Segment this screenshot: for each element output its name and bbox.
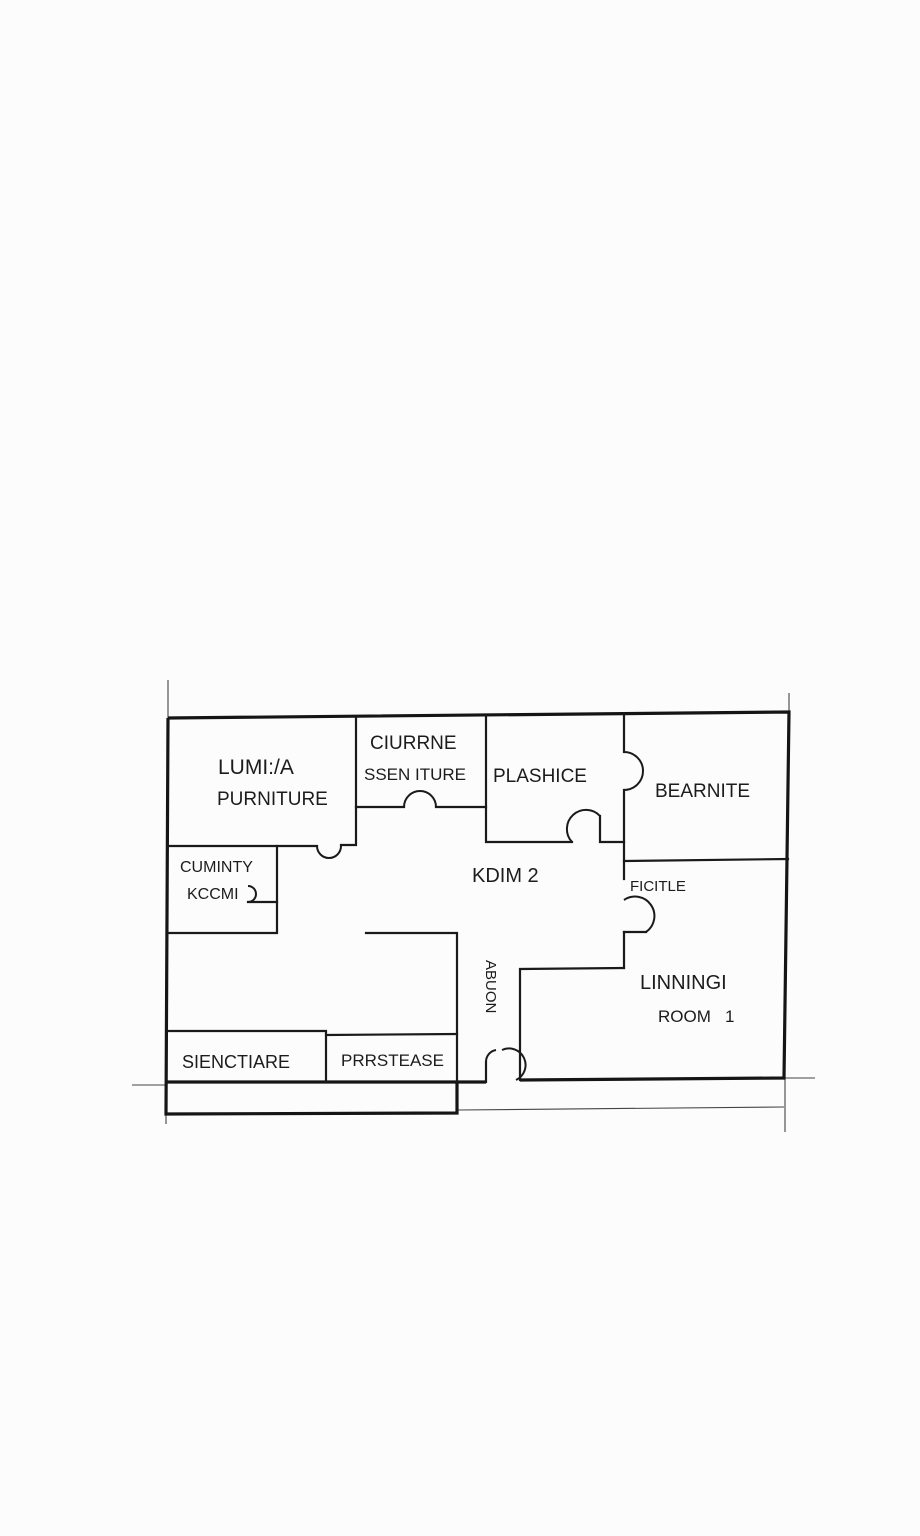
door-bearnite [623,751,644,791]
room-label-lumia: LUMI:/A [218,756,294,779]
room-label-ciurrne-sub: SSEN ITURE [364,765,466,784]
door-plashice [565,808,601,843]
door-ciurrne [403,790,437,808]
room-label-ficitle: FICITLE [630,878,686,895]
doors [247,751,656,1081]
door-abuon-left [484,1049,497,1063]
door-cuminty [247,885,257,903]
door-abuon-right [501,1047,527,1081]
room-labels: LUMI:/A PURNITURE CIURRNE SSEN ITURE PLA… [180,733,750,1072]
room-label-abuon: ABUON [482,960,499,1013]
room-label-prrstease: PRRSTEASE [341,1051,444,1070]
room-label-cuminty-sub: KCCMI [187,886,239,903]
door-ficitle [623,895,656,933]
room-label-kdim: KDIM 2 [472,865,539,887]
exterior-walls [164,710,791,1116]
room-label-linning: LINNINGI [640,972,727,994]
room-label-linning-sub: ROOM 1 [658,1007,735,1026]
construction-lines [132,680,815,1132]
room-label-bearnite: BEARNITE [655,781,750,802]
room-label-lumia-sub: PURNITURE [217,789,328,810]
door-lumia [316,845,342,859]
room-label-sienctiare: SIENCTIARE [182,1052,290,1072]
room-label-ciurrne: CIURRNE [370,733,457,754]
room-label-plashice: PLASHICE [493,766,587,787]
room-label-cuminty: CUMINTY [180,859,253,876]
interior-walls [166,712,790,1084]
